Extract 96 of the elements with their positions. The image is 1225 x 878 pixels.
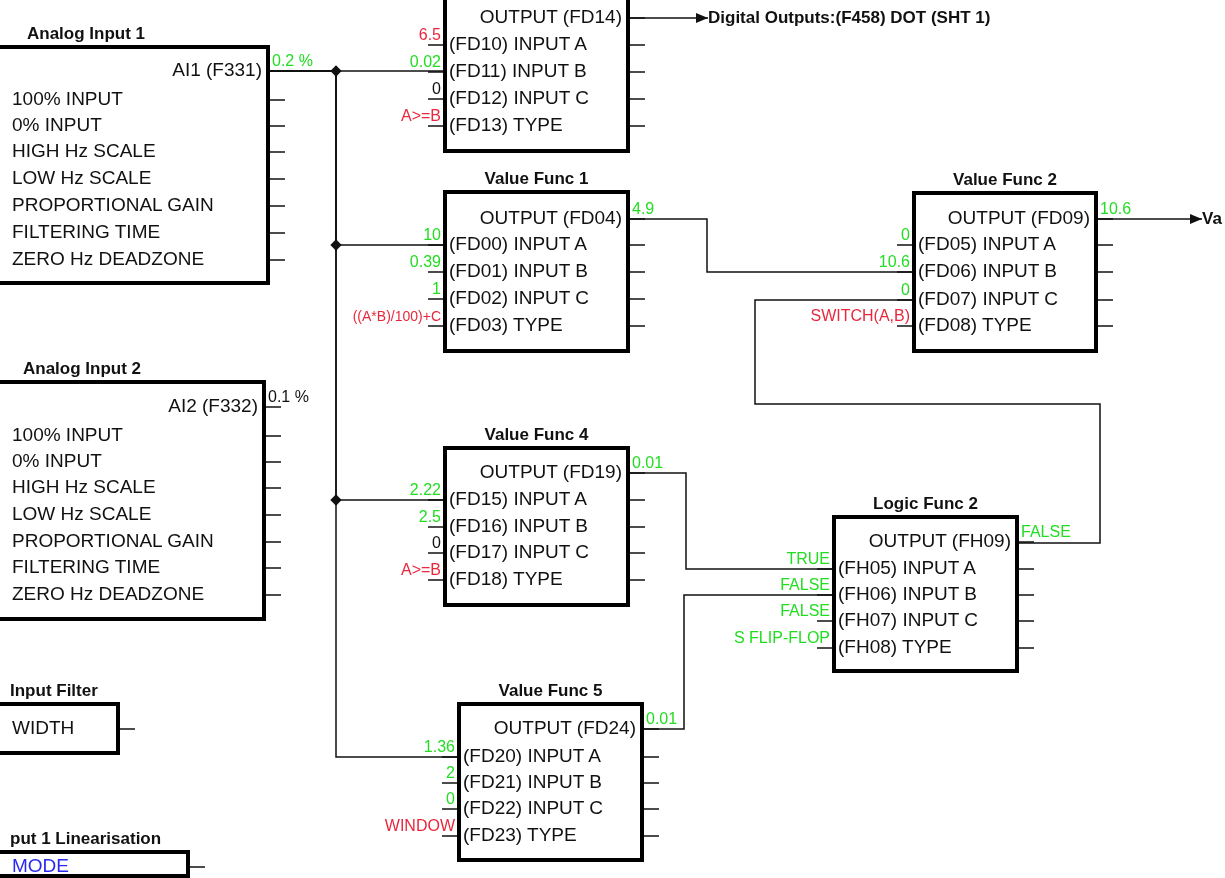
port-label: (FD02) INPUT C (449, 286, 590, 310)
port-label: (FD08) TYPE (918, 313, 1032, 337)
port-label: FILTERING TIME (12, 220, 161, 244)
port-label: FILTERING TIME (12, 555, 161, 579)
port-label: OUTPUT (FH09) (868, 529, 1011, 553)
block-title: Value Func 5 (497, 680, 604, 702)
port-label: (FD12) INPUT C (449, 86, 590, 110)
port-label: ZERO Hz DEADZONE (12, 582, 205, 606)
port-label: 0% INPUT (12, 449, 102, 473)
destination-label: Va (1202, 209, 1222, 229)
value-label: 2.5 (418, 508, 441, 526)
port-label: AI2 (F332) (168, 394, 258, 418)
port-label: (FD16) INPUT B (449, 514, 588, 538)
value-label: ((A*B)/100)+C (352, 307, 441, 325)
block-title: Input Filter (10, 680, 98, 702)
port-label: HIGH Hz SCALE (12, 475, 156, 499)
arrow (1097, 214, 1203, 224)
value-label: 10.6 (1100, 200, 1132, 218)
port-label: (FD15) INPUT A (449, 487, 587, 511)
value-label: 1 (432, 280, 441, 298)
value-label: 6.5 (418, 26, 441, 44)
port-label: (FD13) TYPE (449, 113, 563, 137)
value-label: FALSE (1021, 523, 1071, 541)
port-label: (FD06) INPUT B (918, 259, 1057, 283)
connector-line (643, 594, 833, 730)
port-label: MODE (12, 854, 69, 878)
port-label: ZERO Hz DEADZONE (12, 247, 205, 271)
port-label: (FD11) INPUT B (449, 59, 587, 83)
value-label: 10.6 (878, 253, 910, 271)
port-label: (FH06) INPUT B (838, 582, 977, 606)
port-label: OUTPUT (FD04) (479, 206, 622, 230)
port-label: (FD01) INPUT B (449, 259, 588, 283)
port-label: (FD07) INPUT C (918, 287, 1059, 311)
port-label: OUTPUT (FD09) (947, 206, 1090, 230)
value-label: S FLIP-FLOP (733, 629, 830, 647)
port-label: OUTPUT (FD14) (479, 5, 622, 29)
block-title: Value Func 2 (952, 169, 1058, 191)
connector-line (629, 218, 913, 273)
port-label: (FD17) INPUT C (449, 540, 590, 564)
port-label: 100% INPUT (12, 423, 123, 447)
port-label: (FD21) INPUT B (463, 770, 602, 794)
port-label: (FD10) INPUT A (449, 32, 587, 56)
value-label: 0 (446, 790, 455, 808)
block-title: put 1 Linearisation (10, 828, 162, 850)
value-label: 2.22 (409, 481, 441, 499)
port-label: (FH05) INPUT A (838, 556, 976, 580)
value-label: 2 (446, 764, 455, 782)
value-label: A>=B (400, 107, 441, 125)
port-label: (FD23) TYPE (463, 823, 577, 847)
block-title: Logic Func 2 (872, 493, 979, 515)
arrow (629, 13, 709, 23)
value-label: A>=B (400, 561, 441, 579)
port-label: 0% INPUT (12, 113, 102, 137)
value-label: 0.01 (632, 454, 664, 472)
value-label: 0.1 % (268, 388, 309, 406)
value-label: TRUE (786, 550, 830, 568)
port-label: (FD03) TYPE (449, 313, 563, 337)
block-title: Analog Input 2 (23, 358, 142, 380)
value-label: 0.39 (409, 253, 441, 271)
connector-line (629, 472, 833, 570)
value-label: 0 (432, 80, 441, 98)
port-label: AI1 (F331) (172, 58, 262, 82)
port-label: (FH08) TYPE (838, 635, 952, 659)
port-label: (FD22) INPUT C (463, 796, 604, 820)
value-label: FALSE (780, 602, 830, 620)
port-label: HIGH Hz SCALE (12, 139, 156, 163)
value-label: 1.36 (423, 738, 455, 756)
port-label: OUTPUT (FD24) (493, 716, 636, 740)
value-label: 4.9 (632, 200, 655, 218)
value-label: 0.2 % (272, 52, 313, 70)
block-title: Value Func 1 (483, 168, 590, 190)
destination-label: Digital Outputs:(F458) DOT (SHT 1) (708, 8, 991, 28)
port-label: LOW Hz SCALE (12, 166, 152, 190)
port-label: (FD20) INPUT A (463, 744, 601, 768)
port-label: PROPORTIONAL GAIN (12, 193, 214, 217)
value-label: WINDOW (384, 817, 455, 835)
port-label: WIDTH (12, 716, 75, 740)
value-label: 0.01 (646, 710, 678, 728)
value-label: FALSE (780, 576, 830, 594)
value-label: 0 (901, 281, 910, 299)
port-label: LOW Hz SCALE (12, 502, 152, 526)
value-label: 0.02 (409, 53, 441, 71)
port-label: OUTPUT (FD19) (479, 460, 622, 484)
port-label: (FH07) INPUT C (838, 608, 979, 632)
port-label: PROPORTIONAL GAIN (12, 529, 214, 553)
value-label: 10 (423, 226, 441, 244)
value-label: 0 (901, 226, 910, 244)
port-label: 100% INPUT (12, 87, 123, 111)
block-title: Value Func 4 (483, 424, 590, 446)
port-label: (FD05) INPUT A (918, 232, 1056, 256)
value-label: 0 (432, 534, 441, 552)
port-label: (FD18) TYPE (449, 567, 563, 591)
block-title: Analog Input 1 (27, 23, 146, 45)
connector-line (754, 299, 1101, 544)
value-label: SWITCH(A,B) (810, 307, 910, 325)
port-label: (FD00) INPUT A (449, 232, 587, 256)
